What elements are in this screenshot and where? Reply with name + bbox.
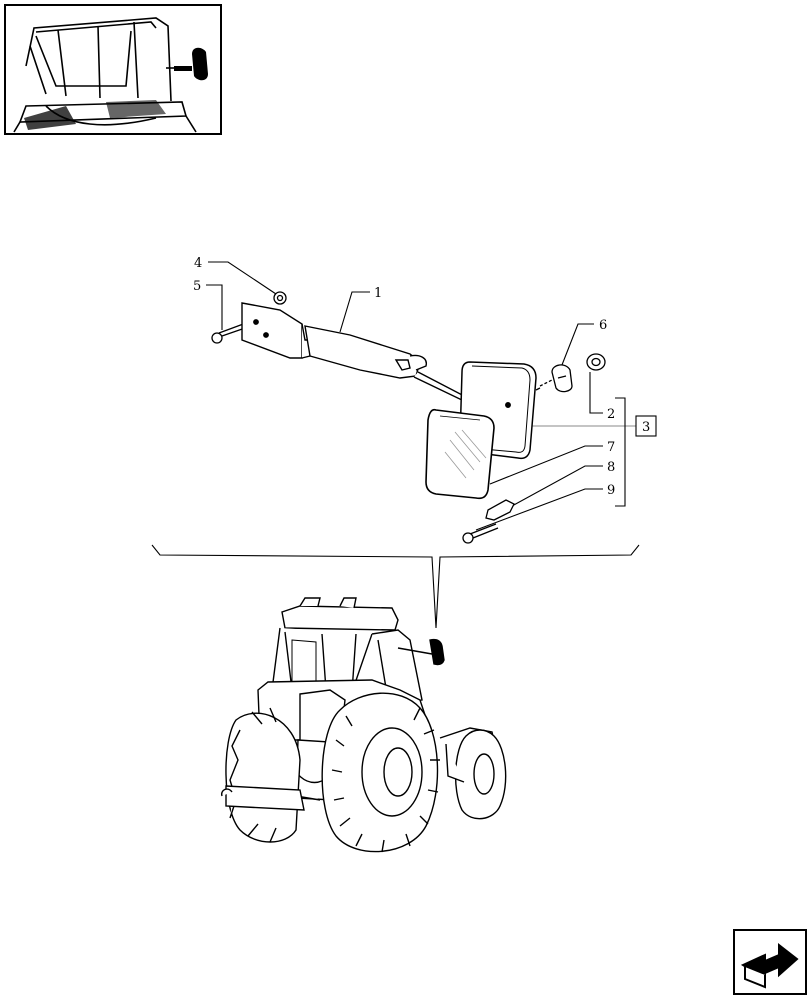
- leader-line-8: [511, 465, 603, 507]
- callout-2: 2: [607, 407, 615, 422]
- part-7-mirror-glass: [425, 408, 495, 500]
- callout-6: 6: [599, 318, 607, 333]
- leader-line-4: [208, 261, 277, 295]
- part-4-nut: [273, 291, 287, 305]
- part-6-clamp: [535, 364, 573, 393]
- part-8-clip: [485, 499, 515, 521]
- callout-7: 7: [607, 440, 615, 455]
- leader-line-9: [475, 488, 603, 531]
- callout-5: 5: [193, 279, 201, 294]
- leader-line-6: [559, 323, 594, 371]
- part-9-screw: [462, 523, 499, 544]
- group-bracket: [615, 397, 626, 507]
- callout-1: 1: [374, 286, 382, 301]
- callout-3-box: [635, 415, 657, 437]
- locator-thumbnail: [4, 4, 222, 135]
- callout-4: 4: [194, 256, 202, 271]
- part-1-mirror-arm: [241, 302, 469, 403]
- callout-9: 9: [607, 483, 615, 498]
- pointer-bracket: [151, 544, 640, 629]
- leader-line-5: [206, 284, 223, 330]
- leader-line-2: [589, 372, 603, 414]
- leader-line-1: [339, 291, 370, 333]
- leader-line-7: [489, 445, 603, 485]
- next-page-button[interactable]: [733, 929, 807, 995]
- callout-3: 3: [642, 420, 650, 435]
- tractor-cab-thumbnail-icon: [13, 17, 208, 133]
- callout-8: 8: [607, 460, 615, 475]
- part-6-washer: [586, 353, 606, 371]
- next-page-arrow-icon: [740, 942, 799, 989]
- tractor-illustration: [220, 597, 507, 853]
